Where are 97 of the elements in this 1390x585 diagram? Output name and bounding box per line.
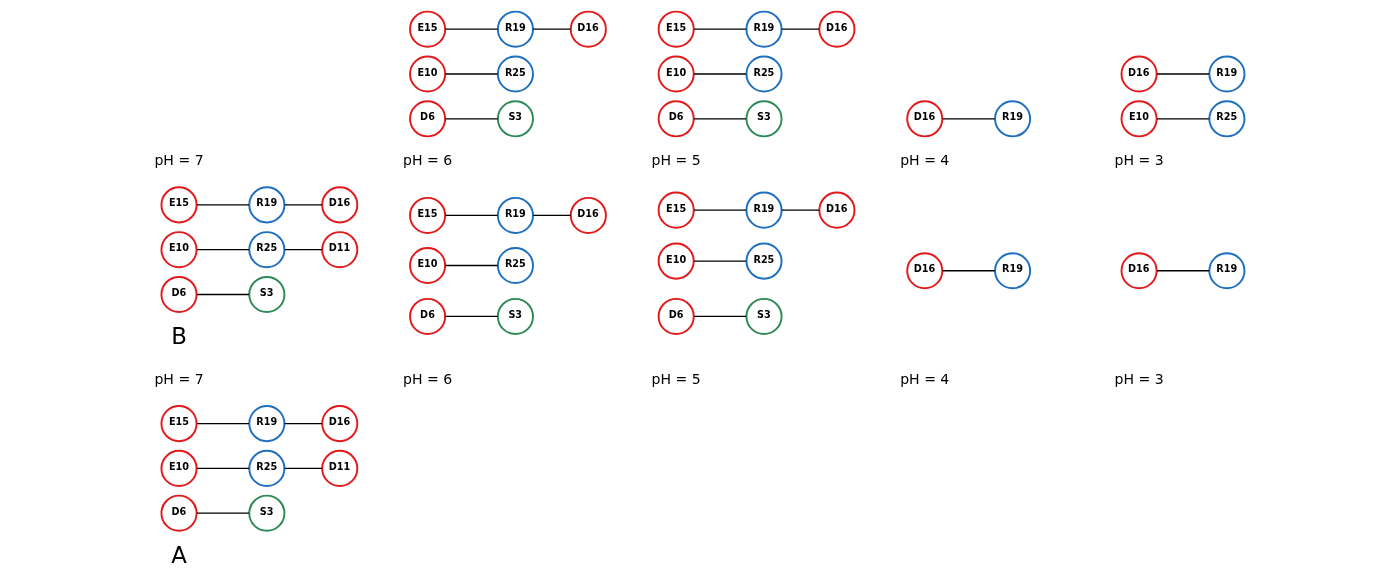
connector xyxy=(283,422,323,425)
connector xyxy=(941,270,995,272)
node-circle: D16 xyxy=(1120,55,1158,93)
node-circle: D6 xyxy=(160,494,198,532)
connector xyxy=(532,28,571,30)
connector xyxy=(283,249,323,251)
node-circle: E10 xyxy=(408,246,446,285)
node-circle: R19 xyxy=(496,10,534,48)
node-circle: R25 xyxy=(496,55,534,93)
node-circle: R19 xyxy=(247,405,285,443)
node-circle: D16 xyxy=(817,10,855,48)
connector xyxy=(532,214,571,217)
connector xyxy=(195,204,250,206)
node-circle: R25 xyxy=(1207,100,1245,138)
node-circle: E10 xyxy=(408,55,446,93)
node-circle: D6 xyxy=(408,100,446,138)
connector xyxy=(780,28,820,30)
connector xyxy=(444,118,498,120)
node-circle: R19 xyxy=(993,100,1031,138)
node-circle: S3 xyxy=(247,275,285,313)
node-circle: S3 xyxy=(247,494,285,532)
connector xyxy=(692,118,747,120)
label: pH = 4 xyxy=(899,152,949,169)
node-circle: D6 xyxy=(657,100,695,138)
connector xyxy=(195,467,250,470)
connector xyxy=(692,73,747,75)
label: pH = 6 xyxy=(402,370,452,387)
connector xyxy=(692,315,747,318)
node-circle: D16 xyxy=(1120,252,1158,290)
label: A xyxy=(170,541,187,568)
node-circle: R19 xyxy=(247,186,285,224)
node-circle: E15 xyxy=(160,186,198,224)
node-circle: S3 xyxy=(496,100,534,138)
connector xyxy=(283,204,323,206)
node-circle: R25 xyxy=(496,246,534,285)
connector xyxy=(195,249,250,251)
connector xyxy=(444,28,498,30)
node-circle: D16 xyxy=(905,100,943,138)
node-circle: E15 xyxy=(160,405,198,443)
node-circle: D16 xyxy=(569,196,607,234)
connector xyxy=(1155,118,1210,120)
label: B xyxy=(170,322,187,349)
label: pH = 4 xyxy=(899,370,949,387)
label: pH = 3 xyxy=(1114,370,1164,387)
node-circle: D6 xyxy=(657,297,695,335)
label: pH = 3 xyxy=(1114,152,1164,169)
node-circle: D16 xyxy=(320,186,358,224)
node-circle: R19 xyxy=(1207,55,1245,93)
connector xyxy=(692,209,747,211)
label: pH = 7 xyxy=(153,152,204,169)
node-circle: S3 xyxy=(745,100,783,138)
node-circle: S3 xyxy=(745,297,783,335)
node-circle: E10 xyxy=(160,231,198,269)
label: pH = 5 xyxy=(651,370,701,387)
connector xyxy=(692,28,747,30)
connector xyxy=(195,512,250,514)
node-circle: D11 xyxy=(320,449,358,487)
connector xyxy=(444,315,498,318)
connector xyxy=(780,209,820,211)
node-circle: E10 xyxy=(160,449,198,487)
node-circle: E10 xyxy=(1120,100,1158,138)
node-circle: R25 xyxy=(247,449,285,487)
node-circle: D6 xyxy=(408,297,446,335)
node-circle: S3 xyxy=(496,297,534,335)
node-circle: E15 xyxy=(408,10,446,48)
node-circle: D16 xyxy=(569,10,607,48)
node-circle: R25 xyxy=(745,242,783,280)
label: pH = 7 xyxy=(153,370,204,387)
node-circle: R19 xyxy=(745,191,783,229)
label: pH = 5 xyxy=(651,152,701,169)
connector xyxy=(444,73,498,75)
node-circle: R19 xyxy=(1207,252,1245,290)
node-circle: D16 xyxy=(817,191,855,229)
node-circle: D11 xyxy=(320,231,358,269)
connector xyxy=(692,260,747,262)
node-circle: E10 xyxy=(657,55,695,93)
node-circle: E15 xyxy=(408,196,446,234)
node-circle: E15 xyxy=(657,191,695,229)
label: pH = 6 xyxy=(402,152,452,169)
node-circle: D16 xyxy=(320,405,358,443)
connector xyxy=(444,214,498,217)
connector xyxy=(941,118,995,120)
connector xyxy=(1155,270,1210,272)
node-circle: E15 xyxy=(657,10,695,48)
connector xyxy=(444,264,498,267)
node-circle: R25 xyxy=(247,231,285,269)
connector xyxy=(195,422,250,425)
node-circle: R19 xyxy=(745,10,783,48)
node-circle: E10 xyxy=(657,242,695,280)
connector xyxy=(283,467,323,470)
node-circle: R19 xyxy=(993,252,1031,290)
node-circle: R19 xyxy=(496,196,534,234)
connector xyxy=(1155,73,1210,75)
node-circle: R25 xyxy=(745,55,783,93)
node-circle: D16 xyxy=(905,252,943,290)
node-circle: D6 xyxy=(160,275,198,313)
connector xyxy=(195,293,250,296)
